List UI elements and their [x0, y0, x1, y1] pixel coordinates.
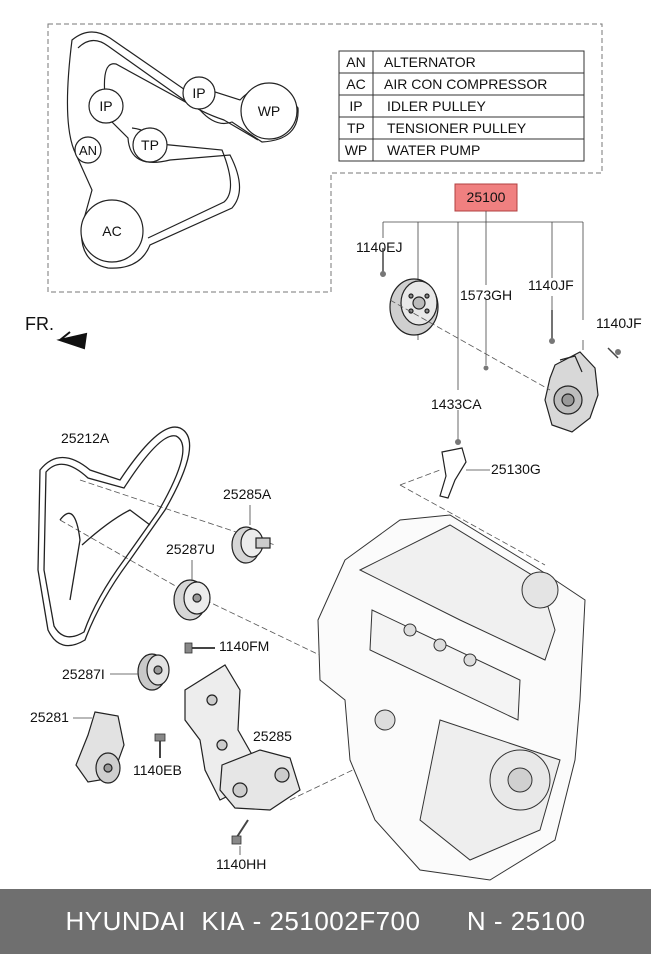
- front-direction-label: FR.: [25, 314, 54, 334]
- part-label-25281: 25281: [30, 709, 69, 725]
- part-label-25285A: 25285A: [223, 486, 272, 502]
- part-label-1573GH: 1573GH: [460, 287, 512, 303]
- footer-n-number: 25100: [510, 906, 586, 936]
- footer-n-label: N: [466, 906, 487, 936]
- legend-code: TP: [347, 120, 365, 136]
- legend-code: IP: [349, 98, 362, 114]
- routing-pulleys: IP WP IP AN TP AC: [74, 76, 298, 263]
- water-pump-body: [544, 351, 599, 433]
- part-label-1140HH: 1140HH: [216, 856, 266, 872]
- routing-pulley-tp: [132, 127, 168, 163]
- part-label-25285: 25285: [253, 728, 292, 744]
- legend-code: AN: [346, 54, 365, 70]
- tensioner-25281: [75, 711, 125, 784]
- routing-pulley-ip-top-label: IP: [192, 85, 205, 101]
- routing-pulley-ac: [80, 199, 144, 263]
- legend-table: AN ALTERNATOR AC AIR CON COMPRESSOR IP I…: [338, 50, 585, 162]
- footer-brand: HYUNDAI KIA: [65, 906, 245, 936]
- bolt-1140EJ-head: [380, 271, 386, 277]
- legend-name: WATER PUMP: [387, 142, 480, 158]
- inset-frame: [47, 23, 603, 293]
- legend-name: IDLER PULLEY: [387, 98, 486, 114]
- drive-belt-25212A: [37, 426, 191, 647]
- part-label-1433CA: 1433CA: [431, 396, 482, 412]
- routing-pulley-tp-label: TP: [141, 137, 159, 153]
- water-pump-pulley: [389, 278, 439, 336]
- idler-pulley-25285A: [231, 526, 271, 564]
- routing-pulley-wp-label: WP: [258, 103, 281, 119]
- routing-pulley-ip-left-label: IP: [99, 98, 112, 114]
- front-arrow-icon: [56, 331, 88, 350]
- idler-pulley-25287U: [173, 579, 211, 621]
- routing-pulley-ac-label: AC: [102, 223, 121, 239]
- routing-pulley-wp: [240, 82, 298, 140]
- idler-pulley-25287I: [137, 653, 170, 691]
- footer-part-number: 251002F700: [269, 906, 421, 936]
- engine-block: [317, 514, 586, 881]
- part-label-1140EJ: 1140EJ: [356, 239, 402, 255]
- legend-border: [338, 50, 585, 162]
- part-label-25287U: 25287U: [166, 541, 215, 557]
- legend-name: TENSIONER PULLEY: [387, 120, 527, 136]
- tensioner-assembly-25285: [219, 749, 301, 811]
- legend-name: AIR CON COMPRESSOR: [384, 76, 547, 92]
- part-label-25287I: 25287I: [62, 666, 105, 682]
- routing-pulley-ip-top: [182, 76, 216, 110]
- legend-code: AC: [346, 76, 365, 92]
- part-label-1140FM: 1140FM: [219, 638, 269, 654]
- routing-pulley-ip-left: [88, 88, 124, 124]
- legend-code: WP: [345, 142, 368, 158]
- assembly-highlight: [454, 183, 518, 212]
- routing-pulley-an-label: AN: [79, 143, 97, 158]
- bolt-1140JF-b: [607, 347, 619, 359]
- part-label-25130G: 25130G: [491, 461, 541, 477]
- part-label-25100: 25100: [467, 189, 506, 205]
- dowel-1573GH: [483, 365, 489, 371]
- part-number-footer: HYUNDAI KIA - 251002F700 N - 25100: [0, 889, 651, 954]
- part-label-25212A: 25212A: [61, 430, 110, 446]
- water-pump-gasket: [439, 447, 467, 499]
- part-label-1140JF: 1140JF: [528, 277, 574, 293]
- exploded-parts-diagram: IP WP IP AN TP AC AN ALTERNATOR AC AIR C…: [25, 23, 642, 881]
- routing-pulley-an: [74, 136, 102, 164]
- legend-name: ALTERNATOR: [384, 54, 476, 70]
- part-label-1140JF: 1140JF: [596, 315, 642, 331]
- part-label-1140EB: 1140EB: [133, 762, 182, 778]
- assembly-callout-lines: [382, 211, 584, 440]
- pin-1433CA: [455, 439, 461, 445]
